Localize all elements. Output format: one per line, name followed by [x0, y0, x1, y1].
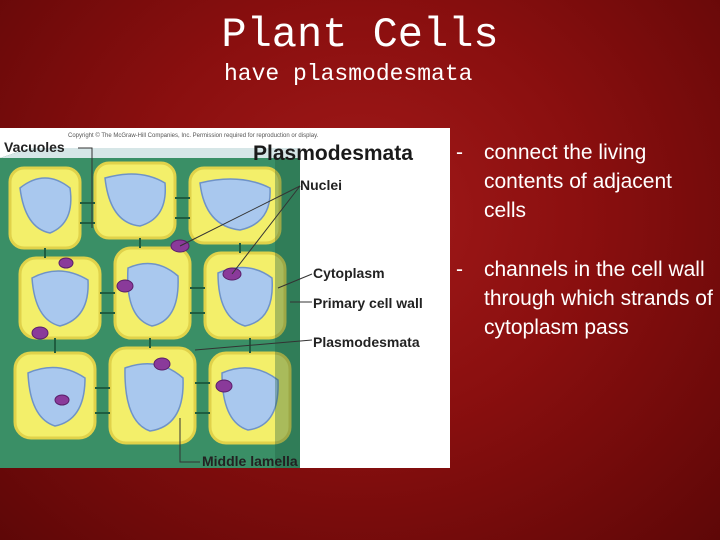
nucleus	[215, 379, 233, 393]
vacuole	[104, 173, 167, 227]
nuclei-leader	[179, 185, 301, 247]
label-nuclei: Nuclei	[300, 177, 342, 193]
vacuole	[199, 178, 271, 231]
label-primary-cell-wall: Primary cell wall	[313, 295, 423, 311]
nucleus	[153, 357, 171, 371]
nucleus	[58, 257, 74, 269]
bullet-item: - channels in the cell wall through whic…	[452, 255, 714, 342]
bullet-item: - connect the living contents of adjacen…	[452, 138, 714, 225]
nucleus	[116, 279, 134, 293]
vacuole	[31, 270, 89, 327]
label-vacuoles: Vacuoles	[4, 139, 65, 155]
copyright-note: Copyright © The McGraw-Hill Companies, I…	[68, 132, 319, 139]
vacuole	[19, 177, 72, 234]
label-middle-lamella: Middle lamella	[202, 453, 298, 468]
vacuole	[217, 266, 274, 327]
bullet-marker: -	[456, 141, 463, 164]
bullet-text: channels in the cell wall through which …	[484, 258, 713, 339]
cytoplasm-leader	[277, 273, 313, 289]
plant-tissue-illustration: Copyright © The McGraw-Hill Companies, I…	[0, 132, 423, 468]
bullet-text: connect the living contents of adjacent …	[484, 141, 672, 222]
vacuoles-leader	[78, 147, 93, 228]
bullet-list: - connect the living contents of adjacen…	[452, 138, 714, 372]
nucleus	[31, 326, 49, 340]
bullet-marker: -	[456, 258, 463, 281]
plasmodesmata-figure: Copyright © The McGraw-Hill Companies, I…	[0, 128, 450, 468]
slide-title: Plant Cells	[221, 11, 499, 59]
label-cytoplasm: Cytoplasm	[313, 265, 385, 281]
nucleus	[54, 394, 70, 406]
vacuole	[126, 262, 179, 327]
vacuole	[221, 367, 279, 431]
slide-subtitle: have plasmodesmata	[224, 61, 473, 87]
nuclei-leader	[231, 185, 301, 275]
figure-heading: Plasmodesmata	[253, 142, 413, 165]
label-plasmodesmata: Plasmodesmata	[313, 334, 420, 350]
middle-lamella-leader	[179, 418, 200, 463]
plasmodesmata-leader	[194, 339, 313, 351]
